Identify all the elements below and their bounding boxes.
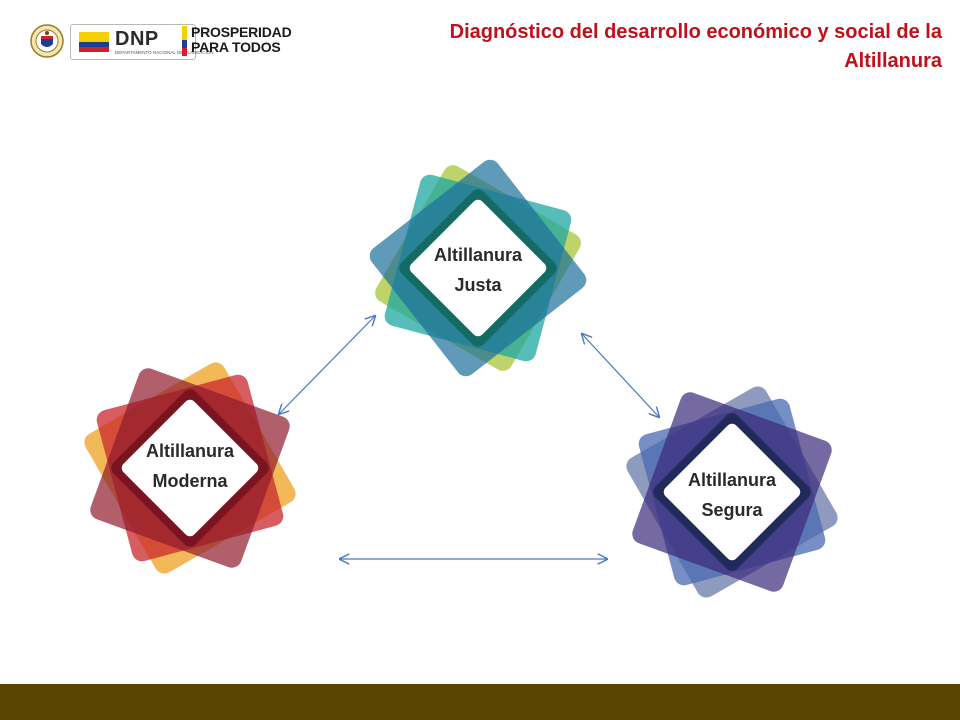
- node-segura-label: Altillanura Segura: [662, 465, 802, 525]
- node-justa-label: Altillanura Justa: [408, 240, 548, 300]
- node-moderna-line2: Moderna: [152, 471, 228, 491]
- node-justa-shape: [369, 159, 587, 377]
- page-title: Diagnóstico del desarrollo económico y s…: [449, 21, 942, 72]
- connector-justa-segura: [582, 334, 659, 417]
- header-logos: DNP DEPARTAMENTO NACIONAL DE PLANEACIÓN …: [30, 22, 300, 62]
- dnp-logo-text: DNP: [115, 28, 159, 50]
- node-justa-line1: Altillanura: [433, 245, 522, 265]
- prosperidad-line2: PARA TODOS: [191, 39, 281, 55]
- flag-stripe-icon: [182, 26, 187, 56]
- connector-justa-moderna: [279, 316, 375, 414]
- node-moderna-label: Altillanura Moderna: [120, 436, 260, 496]
- footer-bar: [0, 684, 960, 720]
- colombia-flag-icon: [79, 32, 109, 52]
- prosperidad-line1: PROSPERIDAD: [191, 24, 292, 40]
- node-segura-shape: [626, 386, 838, 598]
- prosperidad-logo: PROSPERIDAD PARA TODOS: [182, 24, 302, 58]
- node-moderna-line1: Altillanura: [145, 441, 234, 461]
- node-moderna-shape: [84, 362, 296, 574]
- dnp-logo-subtext: DEPARTAMENTO NACIONAL DE PLANEACIÓN: [115, 50, 214, 55]
- dnp-logo: DNP DEPARTAMENTO NACIONAL DE PLANEACIÓN: [70, 24, 214, 60]
- coat-of-arms-icon: [30, 24, 64, 58]
- node-segura-line2: Segura: [701, 500, 763, 520]
- node-segura-line1: Altillanura: [687, 470, 776, 490]
- node-justa-line2: Justa: [454, 275, 502, 295]
